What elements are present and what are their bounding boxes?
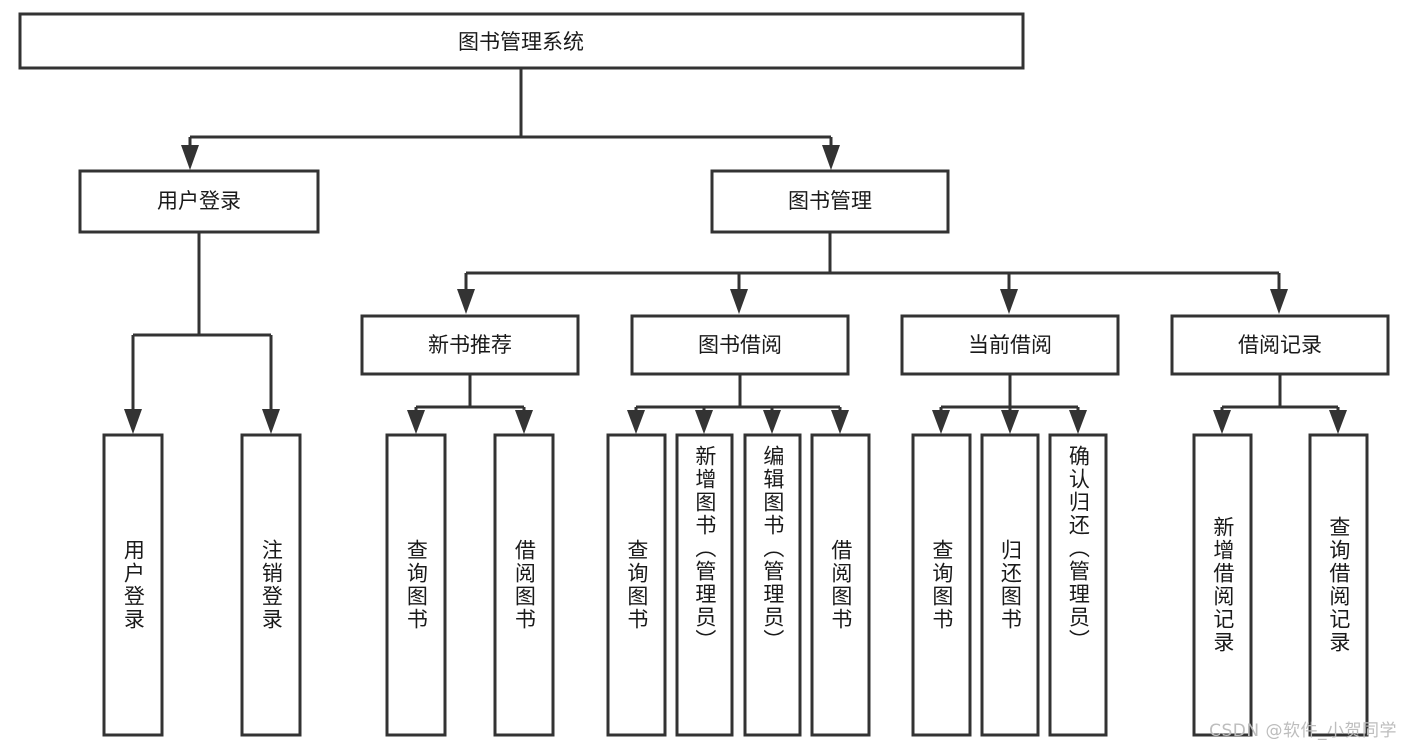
leaf-box-query-book-3[interactable] bbox=[911, 433, 972, 737]
connector-user-login-to-leaves bbox=[124, 232, 280, 434]
arrowhead-icon bbox=[515, 410, 533, 434]
connector-book-management-to-level3 bbox=[457, 232, 1288, 314]
node-user-login-box[interactable] bbox=[78, 169, 320, 234]
node-user-login[interactable]: 用户登录 bbox=[78, 169, 320, 234]
arrowhead-icon bbox=[627, 410, 645, 434]
connector-current-borrow-to-leaves bbox=[932, 374, 1087, 434]
leaf-box-edit-book[interactable] bbox=[743, 433, 802, 737]
arrowhead-icon bbox=[730, 289, 748, 314]
node-new-book-recommend-box[interactable] bbox=[360, 314, 580, 376]
connector-new-book-to-leaves bbox=[407, 374, 533, 434]
arrowhead-icon bbox=[407, 410, 425, 434]
leaf-box-borrow-book-1[interactable] bbox=[493, 433, 555, 737]
node-current-borrow[interactable]: 当前借阅 bbox=[900, 314, 1120, 376]
node-current-borrow-label: 当前借阅 bbox=[968, 333, 1052, 357]
connector-root-to-level2 bbox=[181, 68, 840, 170]
arrowhead-icon bbox=[1213, 410, 1231, 434]
arrowhead-icon bbox=[1001, 410, 1019, 434]
leaf-box-confirm-return[interactable] bbox=[1048, 433, 1108, 737]
node-borrow-record[interactable]: 借阅记录 bbox=[1170, 314, 1390, 376]
leaf-box-user-login[interactable] bbox=[102, 433, 164, 737]
arrowhead-icon bbox=[1000, 289, 1018, 314]
node-book-management-label: 图书管理 bbox=[788, 189, 872, 213]
arrowhead-icon bbox=[457, 289, 475, 314]
arrowhead-icon bbox=[932, 410, 950, 434]
leaf-box-logout[interactable] bbox=[240, 433, 302, 737]
arrowhead-icon bbox=[763, 410, 781, 434]
node-user-login-label: 用户登录 bbox=[157, 189, 241, 213]
node-new-book-recommend[interactable]: 新书推荐 bbox=[360, 314, 580, 376]
node-book-borrow-label: 图书借阅 bbox=[698, 333, 782, 357]
leaf-box-query-book-1[interactable] bbox=[385, 433, 447, 737]
connector-book-borrow-to-leaves bbox=[627, 374, 849, 434]
arrowhead-icon bbox=[1329, 410, 1347, 434]
arrowhead-icon bbox=[124, 409, 142, 434]
arrowhead-icon bbox=[831, 410, 849, 434]
node-root-box[interactable] bbox=[18, 12, 1025, 70]
arrowhead-icon bbox=[1270, 289, 1288, 314]
node-borrow-record-label: 借阅记录 bbox=[1238, 333, 1322, 357]
leaf-box-query-book-2[interactable] bbox=[606, 433, 667, 737]
arrowhead-icon bbox=[262, 409, 280, 434]
arrowhead-icon bbox=[1069, 410, 1087, 434]
leaf-box-add-record[interactable] bbox=[1192, 433, 1253, 737]
node-book-borrow[interactable]: 图书借阅 bbox=[630, 314, 850, 376]
node-current-borrow-box[interactable] bbox=[900, 314, 1120, 376]
node-root-label: 图书管理系统 bbox=[458, 30, 584, 54]
leaf-box-query-record[interactable] bbox=[1308, 433, 1369, 737]
leaf-box-borrow-book-2[interactable] bbox=[810, 433, 871, 737]
watermark-text: CSDN @软件_小贺同学 bbox=[1209, 721, 1397, 741]
node-new-book-recommend-label: 新书推荐 bbox=[428, 333, 512, 357]
leaf-box-add-book[interactable] bbox=[675, 433, 734, 737]
node-root[interactable]: 图书管理系统 bbox=[18, 12, 1025, 70]
node-book-management[interactable]: 图书管理 bbox=[710, 169, 950, 234]
leaf-box-return-book[interactable] bbox=[980, 433, 1040, 737]
connector-borrow-record-to-leaves bbox=[1213, 374, 1347, 434]
arrowhead-icon bbox=[822, 145, 840, 170]
arrowhead-icon bbox=[181, 145, 199, 170]
arrowhead-icon bbox=[695, 410, 713, 434]
